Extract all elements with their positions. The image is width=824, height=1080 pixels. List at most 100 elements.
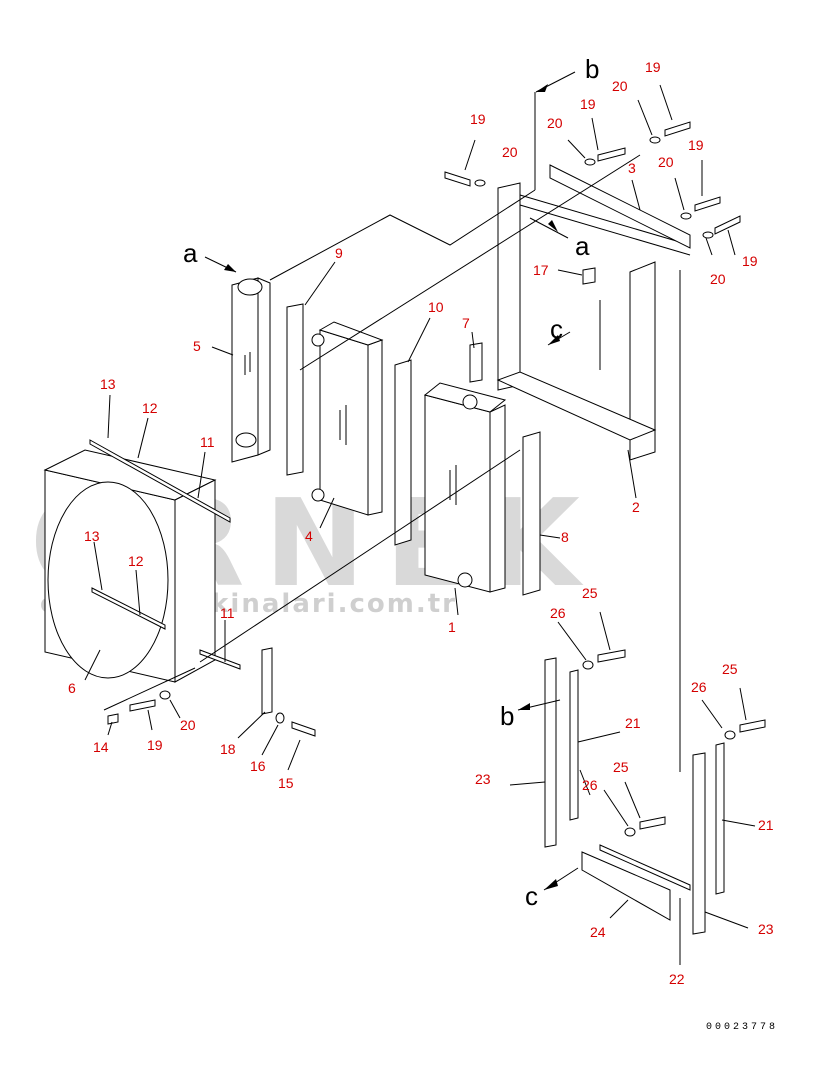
fasteners <box>107 121 766 837</box>
callout-2: 2 <box>632 499 640 515</box>
callout-25: 25 <box>613 759 629 775</box>
callout-10: 10 <box>428 299 444 315</box>
seal-part-10 <box>394 359 412 546</box>
plate-part-23-a <box>544 657 557 848</box>
oil-cooler-part-5 <box>231 277 271 463</box>
assembly-lines <box>103 92 681 772</box>
callout-21: 21 <box>758 817 774 833</box>
washer-20-d <box>680 212 692 220</box>
callout-13: 13 <box>100 376 116 392</box>
seal-part-9 <box>286 303 304 476</box>
callout-19: 19 <box>147 737 163 753</box>
view-letter-b-bottom: b <box>500 701 514 731</box>
callout-19: 19 <box>688 137 704 153</box>
callout-1: 1 <box>448 619 456 635</box>
view-letters: b a a c b c <box>183 54 599 911</box>
washer-20-f <box>159 690 171 700</box>
bolt-17 <box>582 267 596 285</box>
bolt-19-b <box>597 147 626 162</box>
callout-23: 23 <box>758 921 774 937</box>
bolt-15 <box>291 721 316 737</box>
bolt-19-d <box>694 196 721 212</box>
callout-20: 20 <box>502 144 518 160</box>
bar-part-3 <box>549 164 691 249</box>
washer-26-c <box>724 730 736 740</box>
plate-part-24 <box>581 851 671 921</box>
callout-26: 26 <box>582 777 598 793</box>
callout-19: 19 <box>742 253 758 269</box>
strip-part-12b <box>91 587 166 630</box>
callout-20: 20 <box>180 717 196 733</box>
callout-18: 18 <box>220 741 236 757</box>
callout-12: 12 <box>128 553 144 569</box>
drawing-number: 00023778 <box>706 1022 778 1033</box>
bolt-19-f <box>129 699 156 712</box>
callout-19: 19 <box>470 111 486 127</box>
bar-part-11 <box>199 649 241 670</box>
callout-23: 23 <box>475 771 491 787</box>
view-letter-b-top: b <box>585 54 599 84</box>
callout-11: 11 <box>220 605 235 621</box>
callout-20: 20 <box>710 271 726 287</box>
washer-16 <box>275 712 285 724</box>
callout-13: 13 <box>84 528 100 544</box>
callout-25: 25 <box>582 585 598 601</box>
callout-22: 22 <box>669 971 685 987</box>
callout-6: 6 <box>68 680 76 696</box>
callout-17: 17 <box>533 262 549 278</box>
view-letter-c-bottom: c <box>525 881 538 911</box>
callout-20: 20 <box>612 78 628 94</box>
washer-26-a <box>582 660 594 670</box>
bolt-19-e <box>714 215 741 235</box>
aftercooler-part-4 <box>311 321 384 516</box>
callout-5: 5 <box>193 338 201 354</box>
callout-3: 3 <box>628 160 636 176</box>
view-letter-a-left: a <box>183 238 198 268</box>
seal-part-8 <box>522 431 541 596</box>
callout-19: 19 <box>645 59 661 75</box>
washer-20-b <box>584 158 596 166</box>
bracket-part-18 <box>261 647 273 715</box>
callout-26: 26 <box>550 605 566 621</box>
radiator-part-1 <box>423 382 507 593</box>
fan-shroud-part-6 <box>43 449 217 683</box>
callout-leaders <box>84 84 756 965</box>
view-letter-a-right: a <box>575 231 590 261</box>
callout-7: 7 <box>462 315 470 331</box>
view-letter-c-top: c <box>550 314 563 344</box>
view-arrows <box>204 71 579 891</box>
bar-part-22 <box>599 844 691 891</box>
cap-part-7 <box>469 342 483 383</box>
callout-21: 21 <box>625 715 641 731</box>
callout-11: 11 <box>200 434 215 450</box>
callout-26: 26 <box>691 679 707 695</box>
callout-12: 12 <box>142 400 158 416</box>
nut-14 <box>107 713 119 725</box>
plate-part-23-b <box>692 752 706 935</box>
bolt-19-c <box>664 121 691 137</box>
callout-24: 24 <box>590 924 606 940</box>
washer-20-e <box>702 231 714 239</box>
washer-20-a <box>474 179 486 187</box>
callout-20: 20 <box>547 115 563 131</box>
bolt-19-a <box>444 171 471 187</box>
callout-labels: 19 20 20 19 20 19 20 19 3 17 20 19 9 5 1… <box>68 59 774 987</box>
plate-part-21-a <box>569 669 579 821</box>
callout-8: 8 <box>561 529 569 545</box>
callout-15: 15 <box>278 775 294 791</box>
bolt-25-b <box>639 816 666 830</box>
callout-19: 19 <box>580 96 596 112</box>
strip-part-12 <box>89 439 231 523</box>
callout-4: 4 <box>305 528 313 544</box>
bolt-25-c <box>739 719 766 733</box>
callout-20: 20 <box>658 154 674 170</box>
washer-26-b <box>624 827 636 837</box>
callout-16: 16 <box>250 758 266 774</box>
callout-25: 25 <box>722 661 738 677</box>
plate-part-21-b <box>715 742 725 895</box>
bolt-25-a <box>597 649 626 663</box>
washer-20-c <box>649 136 661 144</box>
callout-9: 9 <box>335 245 343 261</box>
